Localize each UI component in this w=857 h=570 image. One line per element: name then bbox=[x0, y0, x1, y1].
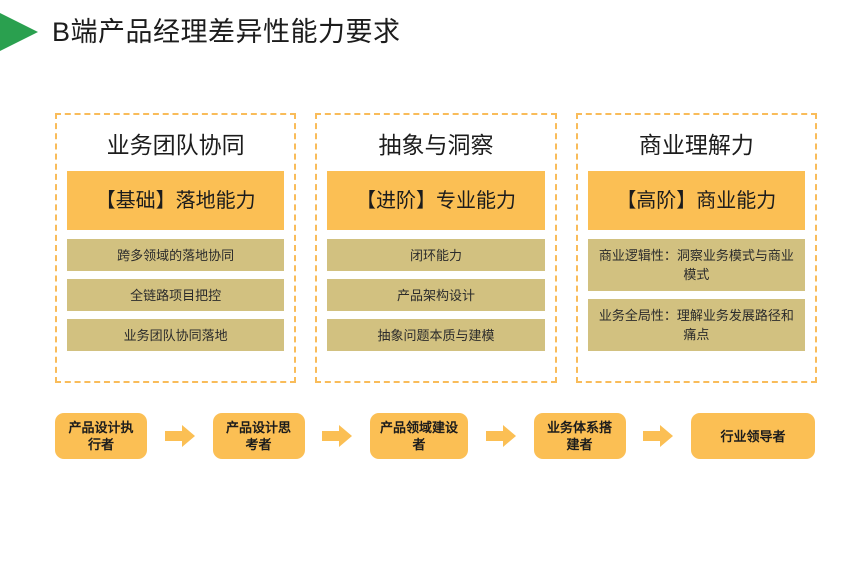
list-item: 业务全局性：理解业务发展路径和痛点 bbox=[587, 299, 805, 351]
capability-column-3: 商业理解力 【高阶】商业能力 商业逻辑性：洞察业务模式与商业模式 业务全局性：理… bbox=[575, 113, 817, 383]
career-progression-flow: 产品设计执行者 产品设计思考者 产品领域建设者 业务体系搭建者 行业领导者 bbox=[55, 410, 815, 462]
column-item-list: 闭环能力 产品架构设计 抽象问题本质与建模 bbox=[327, 239, 545, 351]
list-item: 闭环能力 bbox=[327, 239, 545, 271]
column-title: 业务团队协同 bbox=[106, 132, 245, 158]
capability-columns: 业务团队协同 【基础】落地能力 跨多领域的落地协同 全链路项目把控 业务团队协同… bbox=[55, 113, 817, 383]
right-block-arrow-icon bbox=[641, 423, 675, 449]
list-item: 业务团队协同落地 bbox=[67, 319, 285, 351]
flow-node: 产品设计思考者 bbox=[212, 413, 305, 459]
right-block-arrow-icon bbox=[163, 423, 197, 449]
page-header: B端产品经理差异性能力要求 bbox=[0, 8, 857, 56]
right-block-arrow-icon bbox=[484, 423, 518, 449]
column-headline-badge: 【基础】落地能力 bbox=[67, 171, 285, 230]
list-item: 商业逻辑性：洞察业务模式与商业模式 bbox=[587, 239, 805, 291]
column-item-list: 商业逻辑性：洞察业务模式与商业模式 业务全局性：理解业务发展路径和痛点 bbox=[587, 239, 805, 351]
column-title: 商业理解力 bbox=[638, 132, 754, 158]
list-item: 全链路项目把控 bbox=[67, 279, 285, 311]
right-block-arrow-icon bbox=[320, 423, 354, 449]
flow-node: 产品设计执行者 bbox=[55, 413, 147, 459]
column-headline-badge: 【高阶】商业能力 bbox=[587, 171, 805, 230]
column-title: 抽象与洞察 bbox=[378, 132, 494, 158]
list-item: 抽象问题本质与建模 bbox=[327, 319, 545, 351]
flow-node: 产品领域建设者 bbox=[370, 413, 468, 459]
green-triangle-bullet-icon bbox=[0, 11, 38, 53]
list-item: 跨多领域的落地协同 bbox=[67, 239, 285, 271]
list-item: 产品架构设计 bbox=[327, 279, 545, 311]
capability-column-1: 业务团队协同 【基础】落地能力 跨多领域的落地协同 全链路项目把控 业务团队协同… bbox=[55, 113, 297, 383]
flow-node: 行业领导者 bbox=[691, 413, 815, 459]
flow-node: 业务体系搭建者 bbox=[533, 413, 626, 459]
column-item-list: 跨多领域的落地协同 全链路项目把控 业务团队协同落地 bbox=[67, 239, 285, 351]
column-headline-badge: 【进阶】专业能力 bbox=[327, 171, 545, 230]
capability-column-2: 抽象与洞察 【进阶】专业能力 闭环能力 产品架构设计 抽象问题本质与建模 bbox=[315, 113, 557, 383]
page-title: B端产品经理差异性能力要求 bbox=[52, 17, 401, 47]
